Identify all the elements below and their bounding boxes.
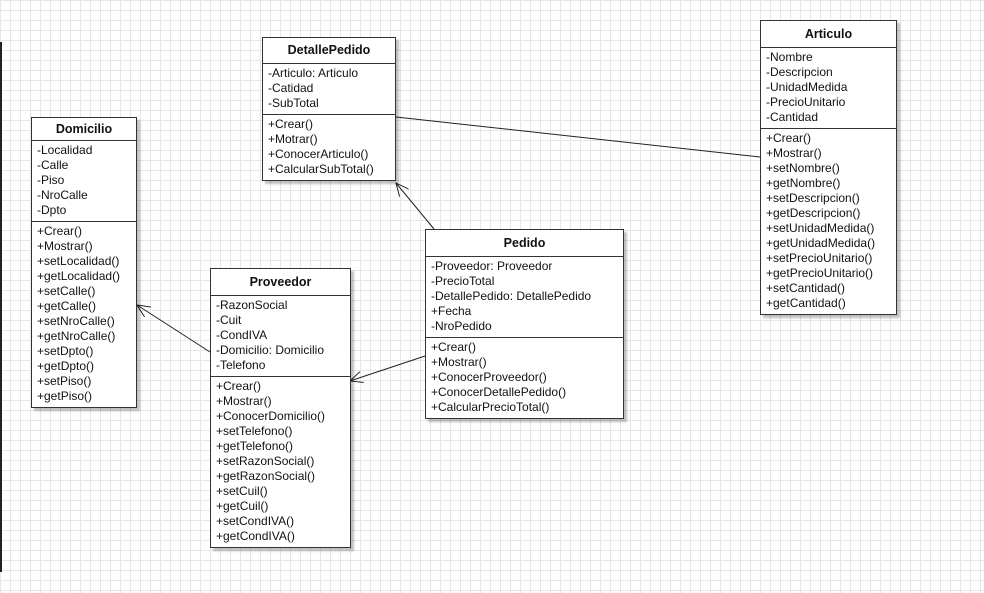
class-detallepedido[interactable]: DetallePedido -Articulo: Articulo -Catid… bbox=[262, 37, 396, 181]
operation: +Crear() bbox=[268, 117, 314, 131]
operations-list: +Crear() +Mostrar() +setNombre() +getNom… bbox=[761, 129, 896, 314]
relation-pedido-proveedor[interactable] bbox=[350, 355, 426, 381]
class-title: Pedido bbox=[426, 230, 623, 257]
attributes-list: -Localidad -Calle -Piso -NroCalle -Dpto bbox=[32, 141, 136, 222]
operation: +setCondIVA() bbox=[216, 514, 295, 528]
operation: +getUnidadMedida() bbox=[766, 236, 876, 250]
relation-detallepedido-articulo[interactable] bbox=[395, 116, 761, 158]
operation: +Crear() bbox=[216, 379, 262, 393]
operation: +setLocalidad() bbox=[37, 254, 120, 268]
operation: +Mostrar() bbox=[766, 146, 822, 160]
operation: +getDpto() bbox=[37, 359, 95, 373]
operation: +ConocerDetallePedido() bbox=[431, 385, 567, 399]
operations-list: +Crear() +Mostrar() +setLocalidad() +get… bbox=[32, 222, 136, 407]
attribute: -Articulo: Articulo bbox=[268, 66, 359, 80]
attribute: -Dpto bbox=[37, 203, 67, 217]
operation: +ConocerProveedor() bbox=[431, 370, 547, 384]
operation: +setPrecioUnitario() bbox=[766, 251, 873, 265]
class-pedido[interactable]: Pedido -Proveedor: Proveedor -PrecioTota… bbox=[425, 229, 624, 419]
operation: +CalcularSubTotal() bbox=[268, 162, 374, 176]
attributes-list: -RazonSocial -Cuit -CondIVA -Domicilio: … bbox=[211, 296, 350, 377]
attribute: -UnidadMedida bbox=[766, 80, 848, 94]
attributes-list: -Nombre -Descripcion -UnidadMedida -Prec… bbox=[761, 48, 896, 129]
operation: +getLocalidad() bbox=[37, 269, 121, 283]
operation: +setUnidadMedida() bbox=[766, 221, 875, 235]
class-title: Domicilio bbox=[32, 118, 136, 141]
operation: +setDpto() bbox=[37, 344, 94, 358]
operation: +setTelefono() bbox=[216, 424, 293, 438]
operation: +setRazonSocial() bbox=[216, 454, 315, 468]
attribute: -DetallePedido: DetallePedido bbox=[431, 289, 592, 303]
class-proveedor[interactable]: Proveedor -RazonSocial -Cuit -CondIVA -D… bbox=[210, 268, 351, 548]
operation: +CalcularPrecioTotal() bbox=[431, 400, 550, 414]
attribute: -Descripcion bbox=[766, 65, 833, 79]
operation: +getDescripcion() bbox=[766, 206, 861, 220]
relation-pedido-detallepedido[interactable] bbox=[396, 183, 435, 230]
operations-list: +Crear() +Mostrar() +ConocerDomicilio() … bbox=[211, 377, 350, 547]
attribute: -Piso bbox=[37, 173, 65, 187]
class-title: Proveedor bbox=[211, 269, 350, 296]
class-title: Articulo bbox=[761, 21, 896, 48]
operation: +Crear() bbox=[766, 131, 812, 145]
attributes-list: -Proveedor: Proveedor -PrecioTotal -Deta… bbox=[426, 257, 623, 338]
operation: +setNombre() bbox=[766, 161, 840, 175]
attribute: -Cantidad bbox=[766, 110, 819, 124]
attribute: -Cuit bbox=[216, 313, 242, 327]
operation: +setDescripcion() bbox=[766, 191, 860, 205]
operation: +getRazonSocial() bbox=[216, 469, 316, 483]
operation: +getTelefono() bbox=[216, 439, 294, 453]
operation: +Mostrar() bbox=[431, 355, 487, 369]
attribute: -Domicilio: Domicilio bbox=[216, 343, 325, 357]
operation: +ConocerDomicilio() bbox=[216, 409, 326, 423]
left-border-line bbox=[0, 42, 2, 572]
attribute: -NroPedido bbox=[431, 319, 492, 333]
operation: +getCalle() bbox=[37, 299, 97, 313]
operation: +setCalle() bbox=[37, 284, 96, 298]
attribute: -Calle bbox=[37, 158, 69, 172]
operation: +Crear() bbox=[431, 340, 477, 354]
operation: +Crear() bbox=[37, 224, 83, 238]
attribute: -Proveedor: Proveedor bbox=[431, 259, 553, 273]
operation: +getCondIVA() bbox=[216, 529, 295, 543]
operation: +Mostrar() bbox=[216, 394, 272, 408]
class-title: DetallePedido bbox=[263, 38, 395, 64]
attribute: -PrecioUnitario bbox=[766, 95, 846, 109]
operation: +setPiso() bbox=[37, 374, 92, 388]
class-domicilio[interactable]: Domicilio -Localidad -Calle -Piso -NroCa… bbox=[31, 117, 137, 408]
operation: +setCuil() bbox=[216, 484, 268, 498]
operation: +getPrecioUnitario() bbox=[766, 266, 874, 280]
operations-list: +Crear() +Motrar() +ConocerArticulo() +C… bbox=[263, 115, 395, 180]
operation: +getCantidad() bbox=[766, 296, 846, 310]
operations-list: +Crear() +Mostrar() +ConocerProveedor() … bbox=[426, 338, 623, 418]
attribute: -Localidad bbox=[37, 143, 93, 157]
operation: +ConocerArticulo() bbox=[268, 147, 369, 161]
operation: +getCuil() bbox=[216, 499, 269, 513]
relation-proveedor-domicilio[interactable] bbox=[137, 305, 211, 353]
attribute: -PrecioTotal bbox=[431, 274, 495, 288]
operation: +Motrar() bbox=[268, 132, 318, 146]
attribute: +Fecha bbox=[431, 304, 472, 318]
operation: +getNroCalle() bbox=[37, 329, 116, 343]
operation: +setCantidad() bbox=[766, 281, 846, 295]
operation: +getNombre() bbox=[766, 176, 841, 190]
attributes-list: -Articulo: Articulo -Catidad -SubTotal bbox=[263, 64, 395, 115]
operation: +getPiso() bbox=[37, 389, 93, 403]
attribute: -Telefono bbox=[216, 358, 266, 372]
attribute: -CondIVA bbox=[216, 328, 268, 342]
attribute: -Catidad bbox=[268, 81, 314, 95]
attribute: -SubTotal bbox=[268, 96, 319, 110]
operation: +Mostrar() bbox=[37, 239, 93, 253]
attribute: -RazonSocial bbox=[216, 298, 288, 312]
operation: +setNroCalle() bbox=[37, 314, 115, 328]
attribute: -NroCalle bbox=[37, 188, 88, 202]
class-articulo[interactable]: Articulo -Nombre -Descripcion -UnidadMed… bbox=[760, 20, 897, 315]
attribute: -Nombre bbox=[766, 50, 813, 64]
